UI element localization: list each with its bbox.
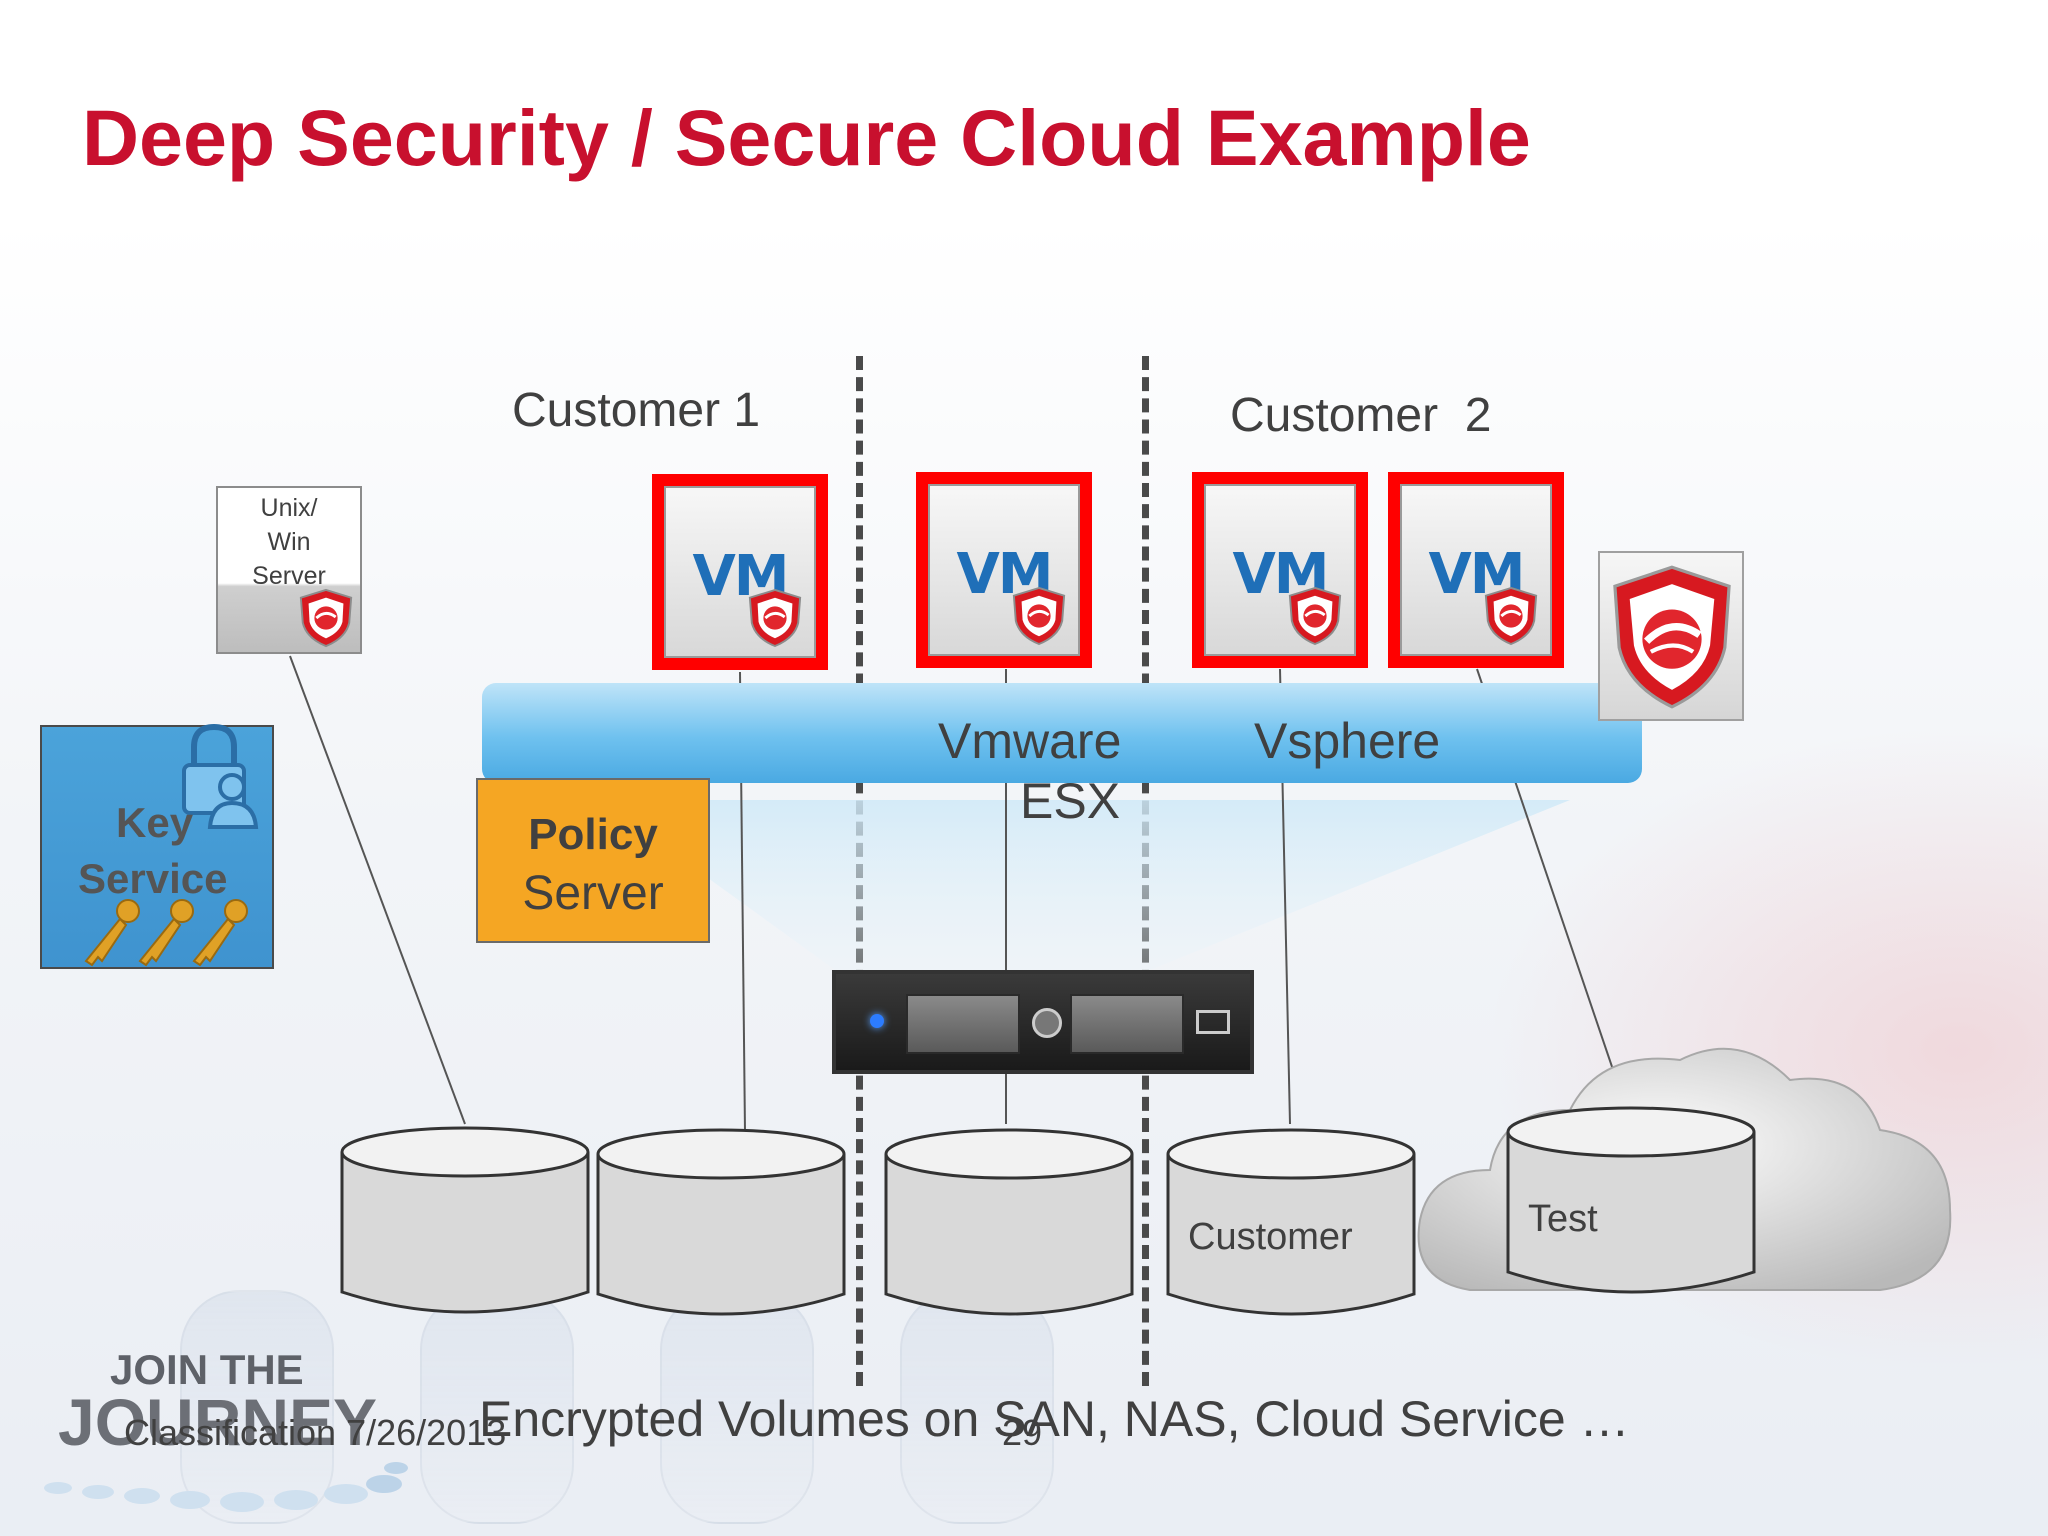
- vm-card: VM: [916, 472, 1092, 668]
- vm-card: VM: [1192, 472, 1368, 668]
- vm-card: VM: [652, 474, 828, 670]
- logo-swoosh-icon: [44, 1462, 408, 1512]
- volume-customer-label: Customer: [1188, 1216, 1353, 1258]
- shield-icon: [1012, 586, 1066, 646]
- drive-bay: [906, 994, 1020, 1054]
- shield-icon: [1484, 586, 1538, 646]
- volumes-caption: Encrypted Volumes on SAN, NAS, Cloud Ser…: [479, 1391, 1630, 1447]
- background-window: [900, 1290, 1054, 1524]
- unix-label-line2: Win: [267, 528, 311, 556]
- policy-server-box: Policy Server: [476, 778, 710, 943]
- shield-icon: [1613, 565, 1731, 709]
- shield-icon: [748, 588, 802, 648]
- key-service-box: Key Service: [40, 723, 274, 969]
- server-button: [1032, 1008, 1062, 1038]
- policy-server-label-line2: Server: [522, 867, 664, 920]
- policy-server-label-line1: Policy: [528, 810, 658, 859]
- vm-card: VM: [1388, 472, 1564, 668]
- esx-vsphere-label: Vsphere: [1254, 713, 1441, 769]
- logo-text-line1: JOIN THE: [110, 1346, 304, 1393]
- database-icon: [884, 1128, 1134, 1316]
- background-window: [180, 1290, 334, 1524]
- esx-esx-label: ESX: [1020, 773, 1121, 829]
- unix-label-line3: Server: [252, 562, 326, 590]
- drive-bay: [1070, 994, 1184, 1054]
- esx-band: [482, 683, 1642, 783]
- power-led: [870, 1014, 884, 1028]
- keys-icon: [84, 899, 248, 967]
- database-icon: [596, 1128, 846, 1316]
- server-port: [1196, 1010, 1230, 1034]
- database-icon: [1166, 1128, 1416, 1316]
- customer2-label: Customer 2: [1230, 389, 1492, 442]
- lock-user-icon: [182, 723, 259, 829]
- shield-icon: [299, 588, 353, 648]
- connector-line: [289, 655, 466, 1125]
- projection-funnel: [600, 800, 1570, 972]
- database-icon: [340, 1126, 590, 1314]
- background-window: [660, 1290, 814, 1524]
- esx-vmware-label: Vmware: [938, 713, 1122, 769]
- page-number: 29: [1002, 1412, 1043, 1453]
- logo-text-line2: JOURNEY: [58, 1385, 378, 1459]
- key-service-label-line2: Service: [78, 855, 228, 902]
- database-icon: [1506, 1106, 1756, 1294]
- classification-date: Classification 7/26/2013: [124, 1412, 507, 1453]
- slide-title: Deep Security / Secure Cloud Example: [82, 93, 1531, 182]
- unix-label-line1: Unix/: [260, 494, 318, 522]
- key-service-label-line1: Key: [116, 799, 194, 846]
- shield-icon: [1288, 586, 1342, 646]
- volume-test-label: Test: [1528, 1198, 1598, 1240]
- esx-server-icon: [832, 970, 1254, 1074]
- unix-win-server: Unix/ Win Server: [216, 486, 362, 654]
- security-agent-card: [1598, 551, 1744, 721]
- customer1-label: Customer 1: [512, 384, 761, 437]
